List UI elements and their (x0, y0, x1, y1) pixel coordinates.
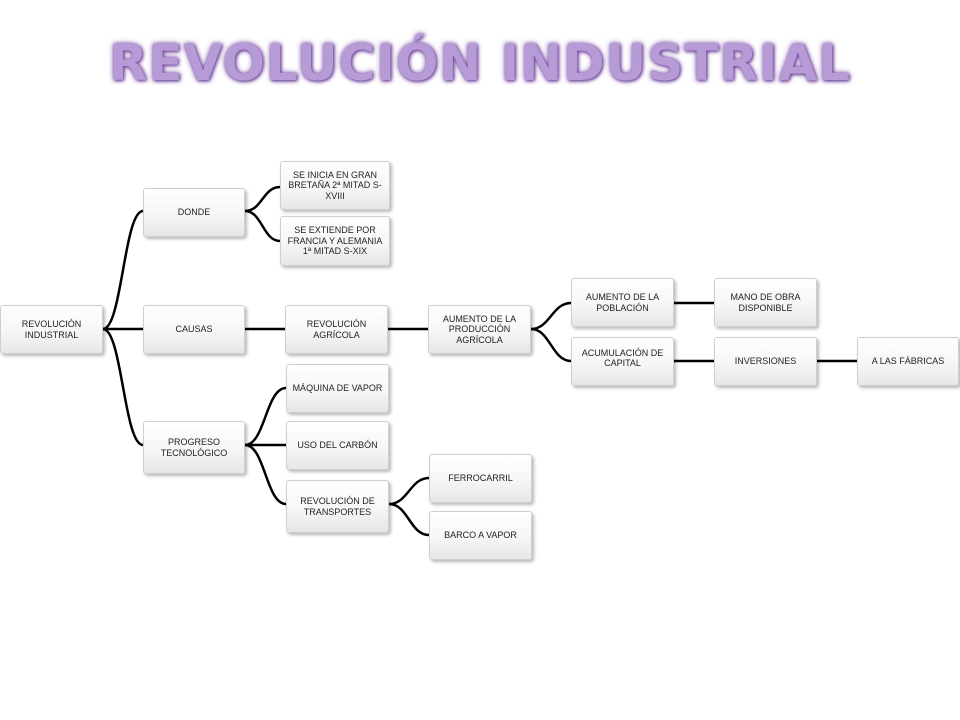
connector-donde-granbretana (244, 185, 281, 213)
node-a-las-fabricas: A LAS FÁBRICAS (857, 337, 959, 386)
node-progreso-tecnologico: PROGRESO TECNOLÓGICO (143, 421, 245, 474)
connector-root-donde (102, 209, 144, 331)
node-ferrocarril: FERROCARRIL (429, 454, 532, 503)
connector-root-progreso (102, 327, 144, 447)
node-revolucion-industrial: REVOLUCIÓN INDUSTRIAL (0, 305, 103, 354)
connector-progreso-maquina (244, 386, 287, 447)
connector-transportes-barco (388, 502, 430, 537)
node-donde: DONDE (143, 188, 245, 237)
connector-transportes-ferrocarril (388, 476, 430, 506)
connector-donde-francia (244, 209, 281, 243)
node-gran-bretana: SE INICIA EN GRAN BRETAÑA 2ª MITAD S-XVI… (280, 161, 390, 210)
node-revolucion-agricola: REVOLUCIÓN AGRÍCOLA (285, 305, 388, 354)
node-barco-vapor: BARCO A VAPOR (429, 511, 532, 560)
connector-aumentoprod-poblacion (530, 301, 572, 331)
node-uso-carbon: USO DEL CARBÓN (286, 421, 389, 470)
node-mano-obra: MANO DE OBRA DISPONIBLE (714, 278, 817, 327)
node-aumento-poblacion: AUMENTO DE LA POBLACIÓN (571, 278, 674, 327)
node-aumento-produccion: AUMENTO DE LA PRODUCCIÓN AGRÍCOLA (428, 305, 531, 354)
node-revolucion-transportes: REVOLUCIÓN DE TRANSPORTES (286, 480, 389, 533)
connector-progreso-transportes (244, 443, 287, 506)
node-inversiones: INVERSIONES (714, 337, 817, 386)
connector-aumentoprod-capital (530, 327, 572, 363)
node-maquina-vapor: MÁQUINA DE VAPOR (286, 364, 389, 413)
node-francia-alemania: SE EXTIENDE POR FRANCIA Y ALEMANIA 1ª MI… (280, 216, 390, 266)
node-causas: CAUSAS (143, 305, 245, 354)
page-title: REVOLUCIÓN INDUSTRIAL (108, 34, 852, 92)
node-acumulacion-capital: ACUMULACIÓN DE CAPITAL (571, 337, 674, 386)
